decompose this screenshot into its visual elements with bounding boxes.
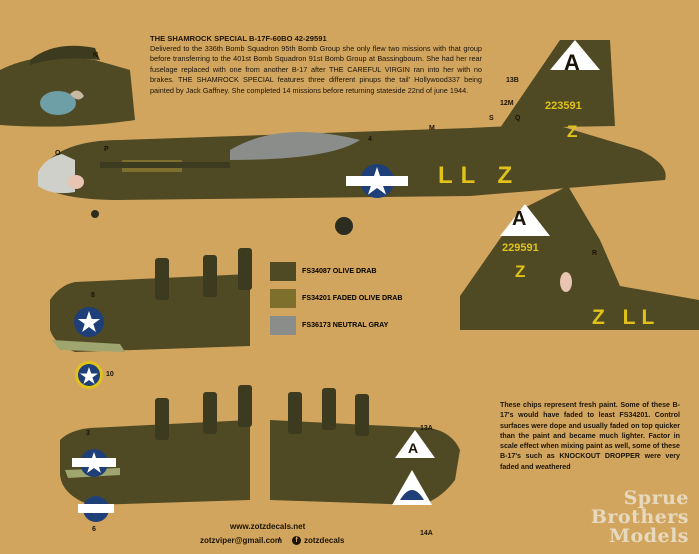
watermark-line1: Sprue bbox=[623, 487, 689, 509]
legend-neutral-gray: FS36173 NEUTRAL GRAY bbox=[302, 321, 389, 329]
callout-3: 3 bbox=[86, 430, 90, 437]
footer-social[interactable]: zotzdecals bbox=[304, 536, 345, 545]
callout-M: M bbox=[429, 125, 435, 132]
legend-olive-drab: FS34087 OLIVE DRAB bbox=[302, 267, 377, 275]
callout-N: N bbox=[93, 52, 99, 59]
legend-faded-olive: FS34201 FADED OLIVE DRAB bbox=[302, 294, 403, 302]
tail-closeup bbox=[460, 186, 699, 330]
chip-neutral-gray bbox=[270, 316, 296, 335]
tail-letter: A bbox=[564, 50, 580, 75]
chip-olive-drab bbox=[270, 262, 296, 281]
tail-serial: 223591 bbox=[545, 100, 582, 112]
callout-14A: 14A bbox=[420, 530, 433, 537]
tail-code-lower: Z bbox=[515, 262, 526, 281]
lower-wing-right bbox=[270, 388, 460, 505]
callout-S: S bbox=[489, 115, 494, 122]
callout-P: P bbox=[104, 146, 109, 153]
callout-8: 8 bbox=[91, 292, 95, 299]
paint-note: These chips represent fresh paint. Some … bbox=[500, 401, 680, 471]
description: Delivered to the 336th Bomb Squadron 95t… bbox=[150, 44, 482, 95]
callout-R: R bbox=[592, 250, 598, 257]
callout-Q: Q bbox=[515, 115, 521, 122]
watermark-line3: Models bbox=[609, 525, 689, 547]
nose-art-shamrock bbox=[40, 91, 76, 115]
b17-side-profile bbox=[38, 40, 666, 235]
fin-letter-lower: C bbox=[406, 489, 415, 503]
callout-10: 10 bbox=[106, 371, 114, 378]
fuselage-code-right: Z LL bbox=[592, 306, 661, 329]
callout-13A: 13A bbox=[420, 425, 433, 432]
facebook-icon: f bbox=[292, 536, 301, 545]
watermark-line2: Brothers bbox=[590, 506, 689, 528]
title: THE SHAMROCK SPECIAL B-17F-60BO 42-29591 bbox=[150, 34, 327, 43]
watermark: Sprue Brothers Models bbox=[591, 489, 689, 546]
callout-4: 4 bbox=[368, 136, 372, 143]
footer-separator: / bbox=[278, 536, 281, 545]
chip-faded-olive bbox=[270, 289, 296, 308]
footer-website[interactable]: www.zotzdecals.net bbox=[230, 522, 306, 531]
nose-closeup bbox=[0, 45, 135, 127]
tail-serial-lower: 229591 bbox=[502, 242, 539, 254]
callout-13B: 13B bbox=[506, 77, 519, 84]
tail-code: Z bbox=[567, 122, 578, 141]
callout-O: O bbox=[55, 150, 61, 157]
tail-letter-lower: A bbox=[512, 208, 527, 230]
callout-6: 6 bbox=[92, 526, 96, 533]
upper-wing-view bbox=[50, 248, 252, 389]
fuselage-code: LL Z bbox=[438, 162, 521, 189]
nose-glazing bbox=[38, 154, 75, 194]
lower-wing-left bbox=[60, 385, 252, 522]
callout-12M: 12M bbox=[500, 100, 514, 107]
footer-email[interactable]: zotzviper@gmail.com bbox=[200, 536, 283, 545]
fin-letter: A bbox=[408, 440, 419, 456]
